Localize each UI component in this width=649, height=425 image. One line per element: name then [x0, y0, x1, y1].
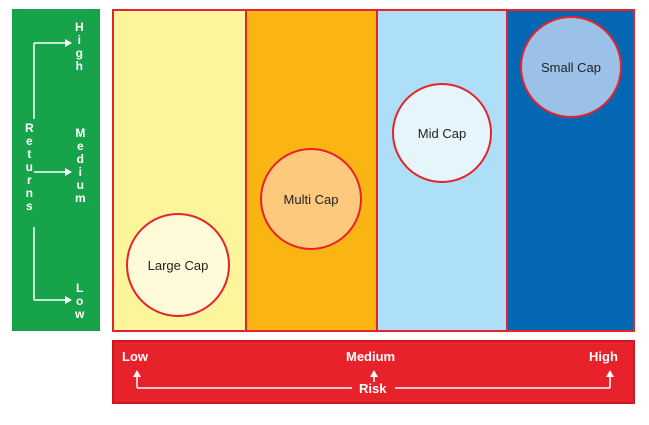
bubble-mid-cap: Mid Cap — [392, 83, 492, 183]
bubble-small-cap: Small Cap — [520, 16, 622, 118]
bubble-multi-cap-label: Multi Cap — [283, 191, 339, 207]
bubble-small-cap-label: Small Cap — [541, 59, 601, 75]
column-small-cap: Small Cap — [506, 11, 633, 330]
bubble-multi-cap: Multi Cap — [260, 148, 362, 250]
risk-axis-label: Risk — [359, 381, 387, 396]
bubble-large-cap-label: Large Cap — [147, 257, 209, 273]
bubble-large-cap: Large Cap — [126, 213, 230, 317]
market-cap-columns: Large Cap Multi Cap Mid Cap Small Cap — [112, 9, 635, 332]
risk-axis-bar: Low Medium High Risk — [112, 340, 635, 404]
column-large-cap: Large Cap — [114, 11, 245, 330]
returns-axis-arrows — [33, 39, 72, 304]
column-mid-cap: Mid Cap — [376, 11, 506, 330]
risk-low-label: Low — [122, 349, 148, 364]
risk-medium-label: Medium — [346, 349, 396, 364]
risk-axis-arrows — [133, 370, 614, 389]
bubble-mid-cap-label: Mid Cap — [417, 125, 467, 141]
column-multi-cap: Multi Cap — [245, 11, 376, 330]
risk-high-label: High — [589, 349, 618, 364]
